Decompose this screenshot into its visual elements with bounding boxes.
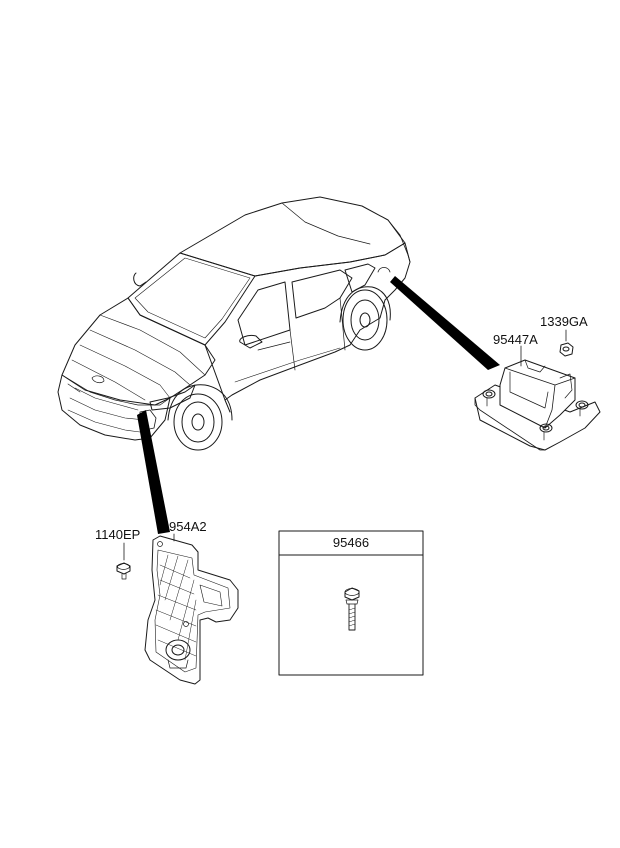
- part-label-1140ep: 1140EP: [95, 527, 141, 542]
- airbag-control-module: [474, 359, 601, 451]
- leader-to-front-sensor: [137, 410, 170, 534]
- part-label-95447a: 95447A: [493, 332, 538, 347]
- callout-leaders: [137, 276, 500, 534]
- part-label-95466: 95466: [332, 535, 370, 550]
- leader-to-airbag-module: [390, 276, 500, 370]
- sensor-bracket: [144, 535, 239, 685]
- leader-lines: [123, 345, 522, 561]
- vehicle-illustration: [57, 196, 411, 451]
- nut-1339ga: [559, 329, 574, 357]
- part-label-954a2: 954A2: [169, 519, 207, 534]
- part-label-1339ga: 1339GA: [540, 314, 588, 329]
- part-box-95466: [278, 530, 424, 676]
- bolt-95466: [344, 587, 360, 631]
- bolt-1140ep: [116, 562, 131, 580]
